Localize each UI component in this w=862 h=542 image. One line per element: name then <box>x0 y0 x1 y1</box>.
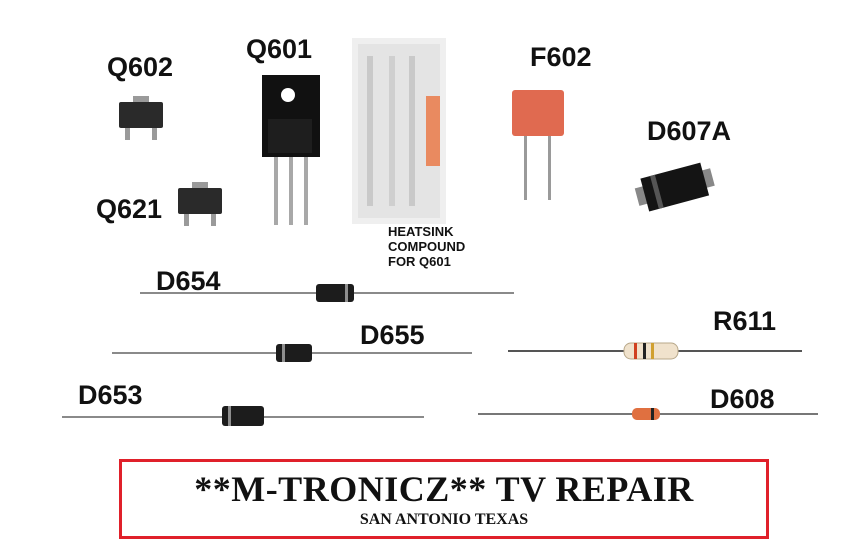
d608-zener-diode <box>632 408 660 420</box>
q602-smd-transistor <box>119 96 163 140</box>
label-r611: R611 <box>713 306 777 336</box>
label-q621: Q621 <box>96 194 163 224</box>
r611-resistor <box>623 342 679 360</box>
label-d608: D608 <box>710 384 775 414</box>
heatsink-note-line-2: COMPOUND <box>388 239 466 254</box>
label-d607a: D607A <box>647 116 732 146</box>
label-d655: D655 <box>360 320 425 350</box>
q601-to220-transistor <box>262 75 320 225</box>
shop-banner: **M-TRONICZ** TV REPAIR SAN ANTONIO TEXA… <box>119 459 769 539</box>
label-d653: D653 <box>78 380 143 410</box>
label-q602: Q602 <box>107 52 174 82</box>
q621-smd-transistor <box>178 182 222 226</box>
heatsink-note: HEATSINK COMPOUND FOR Q601 <box>388 224 465 269</box>
d655-cathode-band <box>282 344 285 362</box>
d654-diode-body <box>316 284 354 302</box>
heatsink-note-line-3: FOR Q601 <box>388 254 451 269</box>
d607a-smd-diode <box>634 162 715 212</box>
f602-fuse <box>512 90 564 200</box>
banner-subtitle: SAN ANTONIO TEXAS <box>359 511 529 528</box>
d653-diode-body <box>222 406 264 426</box>
label-d654: D654 <box>156 266 221 296</box>
d653-cathode-band <box>228 406 231 426</box>
label-q601: Q601 <box>246 34 313 64</box>
heatsink-compound-packet <box>352 38 446 224</box>
d655-diode-body <box>276 344 312 362</box>
d654-cathode-band <box>345 284 348 302</box>
heatsink-note-line-1: HEATSINK <box>388 224 454 239</box>
label-f602: F602 <box>530 42 592 72</box>
banner-title: **M-TRONICZ** TV REPAIR <box>194 469 694 509</box>
